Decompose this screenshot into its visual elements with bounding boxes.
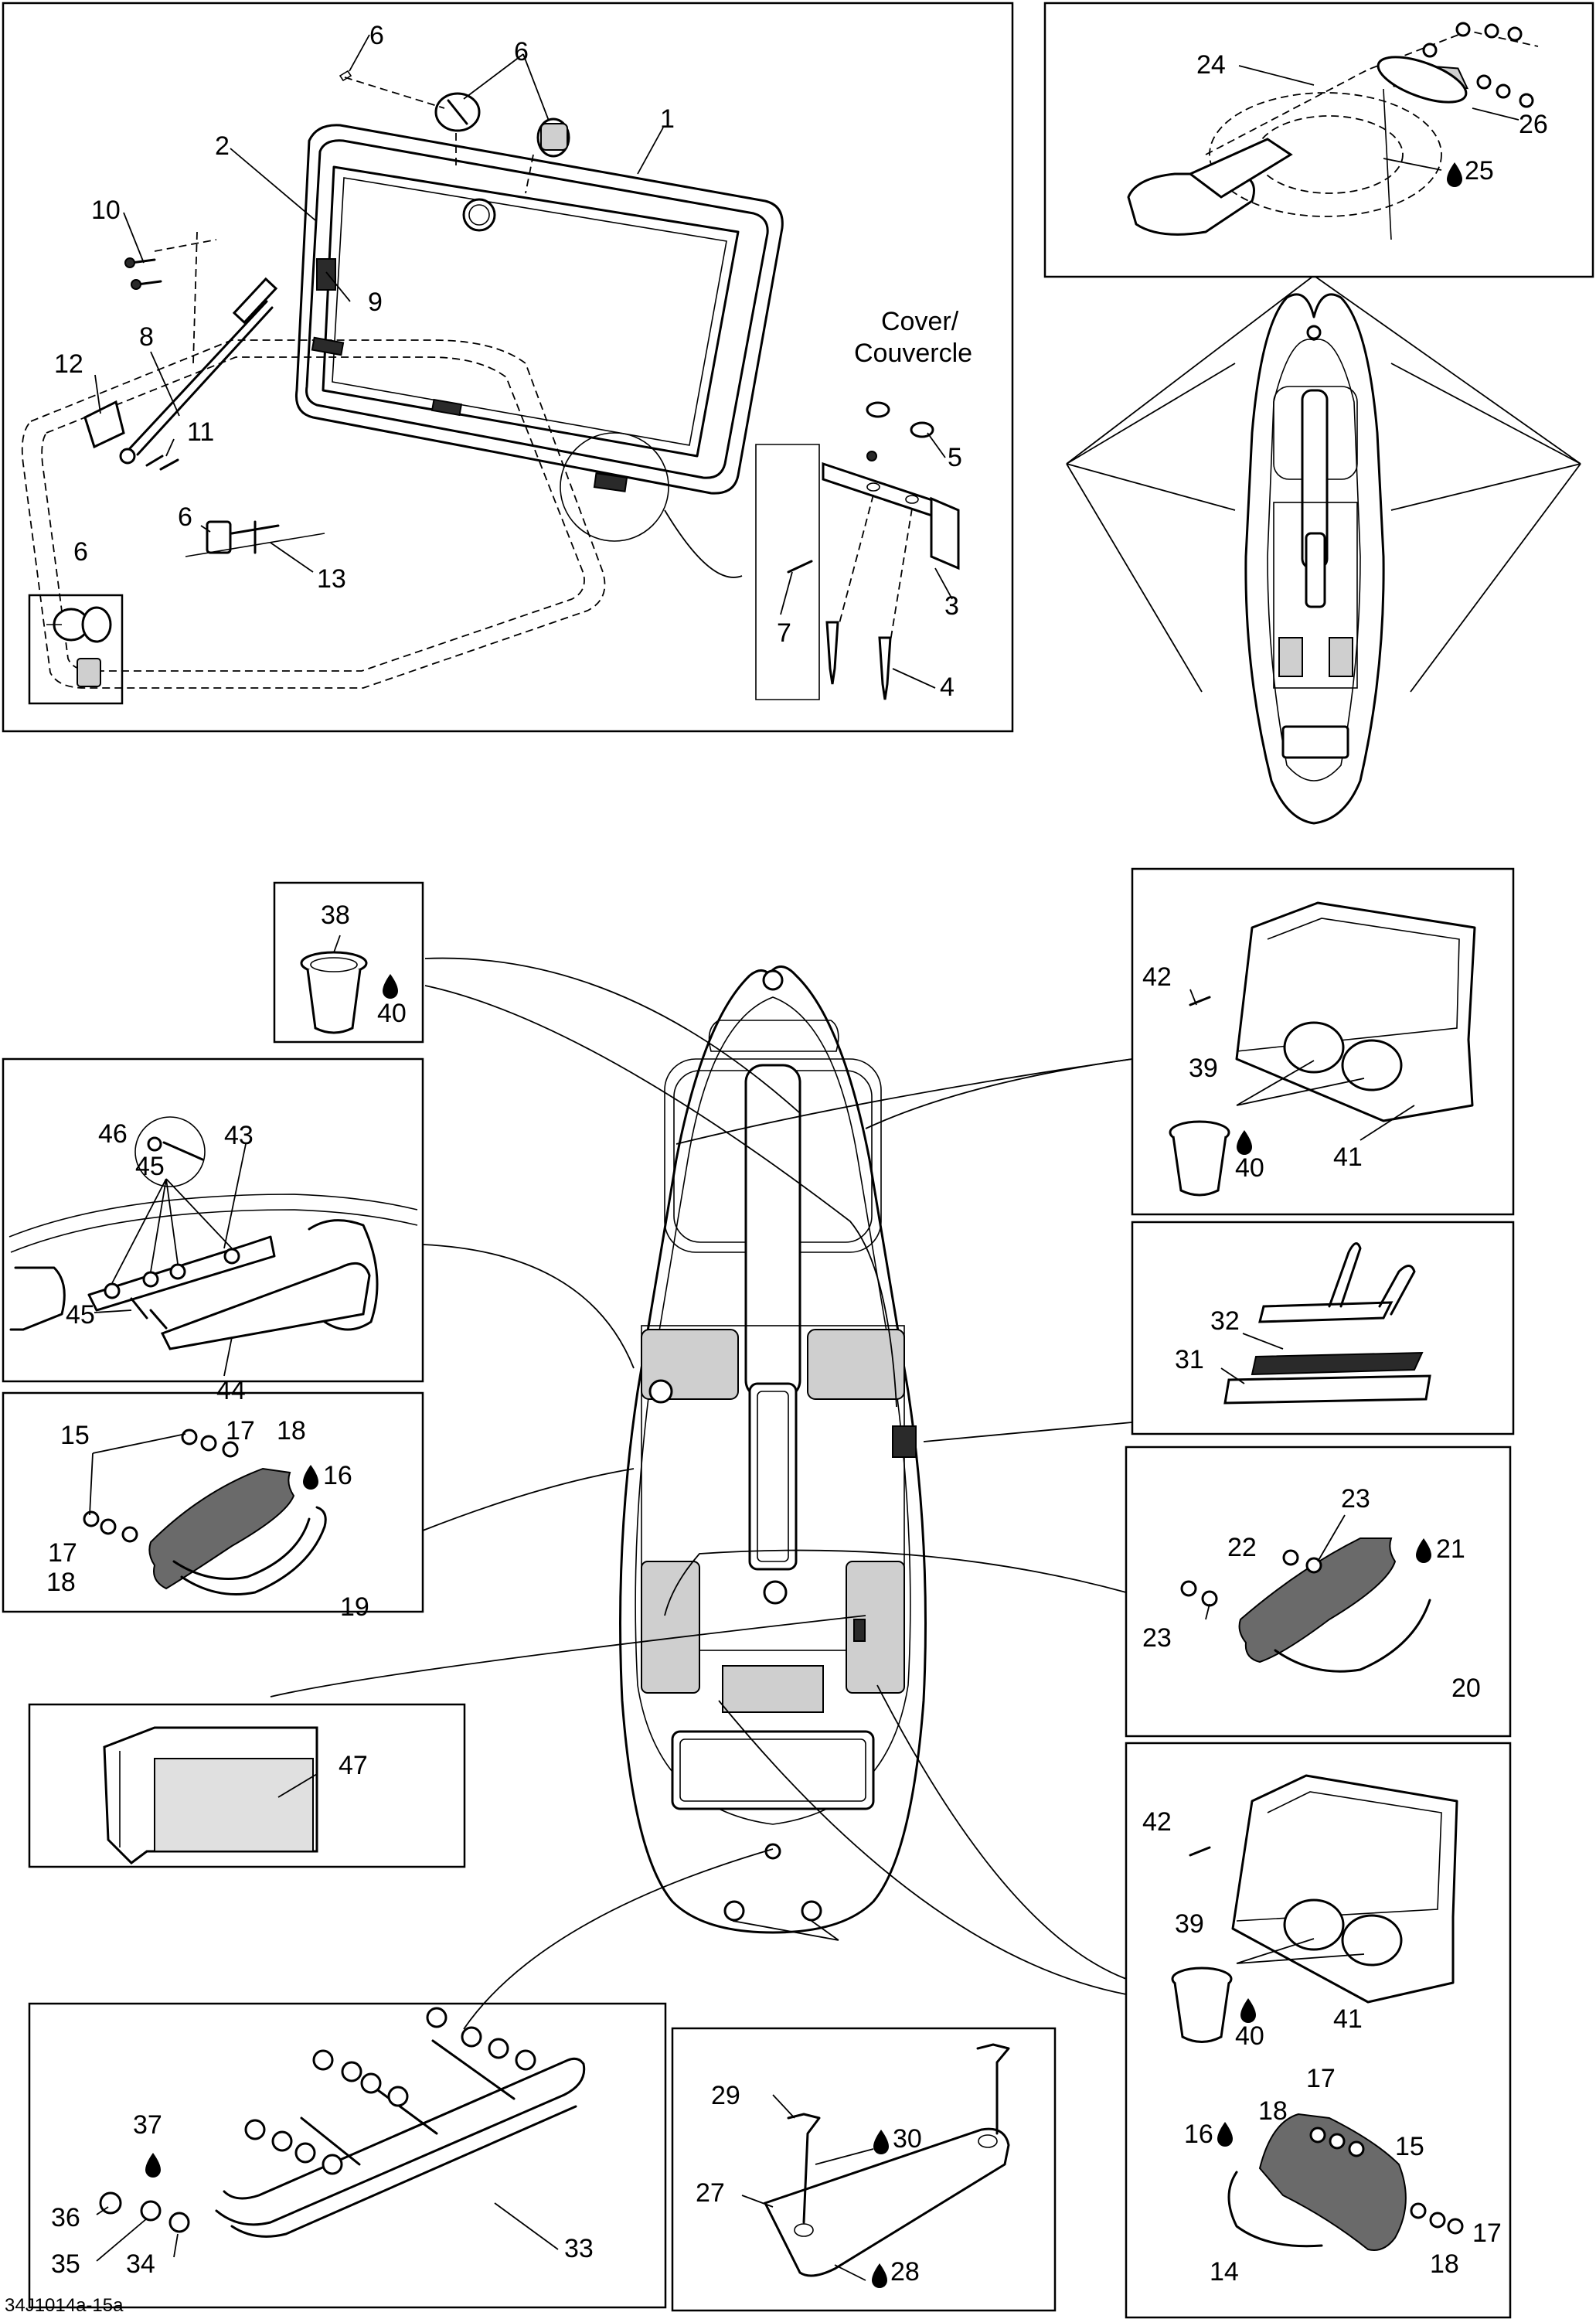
callout-19: 19 (340, 1592, 369, 1622)
callout-6: 6 (514, 37, 529, 66)
callout-6: 6 (369, 21, 384, 50)
callout-41: 41 (1333, 2004, 1363, 2034)
callout-18: 18 (1258, 2096, 1288, 2126)
callout-16: 16 (1184, 2120, 1213, 2149)
callout-17: 17 (226, 1416, 255, 1446)
callout-38: 38 (321, 901, 350, 930)
callout-40: 40 (377, 999, 407, 1028)
gas-spring (119, 231, 278, 465)
callout-23: 23 (1341, 1484, 1370, 1514)
callout-45: 45 (135, 1152, 165, 1181)
callout-labels: 6 6 1 2 10 9 8 12 11 6 13 6 Cover/ Couve… (5, 21, 1548, 2316)
callout-17: 17 (1472, 2219, 1502, 2248)
callout-11: 11 (187, 417, 214, 447)
callout-13: 13 (317, 564, 346, 594)
callout-9: 9 (368, 288, 383, 317)
panel-cup-holder-tray-lower (1125, 1742, 1512, 2319)
panel-shifter (1131, 1221, 1515, 1435)
panel-foam (28, 1703, 466, 1868)
callout-2: 2 (215, 131, 230, 161)
panel-handle-right (1125, 1446, 1512, 1738)
callout-8: 8 (139, 322, 154, 352)
callout-43: 43 (224, 1121, 254, 1150)
callout-40: 40 (1235, 2021, 1264, 2051)
callout-34: 34 (126, 2249, 155, 2279)
boat-top-view-small (1066, 276, 1581, 825)
callout-7: 7 (777, 618, 791, 648)
callout-24: 24 (1196, 50, 1226, 80)
callout-17: 17 (48, 1538, 77, 1568)
callout-40: 40 (1235, 1153, 1264, 1183)
callout-25: 25 (1465, 156, 1494, 186)
panel-storage-cover (2, 2, 1014, 733)
callout-15: 15 (60, 1421, 90, 1450)
callout-29: 29 (711, 2081, 740, 2110)
callout-30: 30 (893, 2124, 922, 2154)
callout-46: 46 (98, 1119, 128, 1149)
callout-31: 31 (1175, 1345, 1204, 1374)
callout-3: 3 (944, 591, 959, 621)
cover-hinge (787, 401, 960, 700)
callout-42: 42 (1142, 1807, 1172, 1837)
callout-22: 22 (1227, 1533, 1257, 1562)
callout-18: 18 (1430, 2249, 1459, 2279)
callout-44: 44 (216, 1376, 246, 1405)
callout-47: 47 (339, 1751, 368, 1780)
callout-33: 33 (564, 2234, 594, 2263)
callout-21: 21 (1436, 1534, 1465, 1564)
cover-label: Cover/ (881, 307, 959, 336)
cover-label: Couvercle (854, 339, 972, 368)
callout-15: 15 (1395, 2132, 1424, 2161)
callout-45: 45 (66, 1300, 95, 1330)
callout-32: 32 (1210, 1306, 1240, 1336)
callout-14: 14 (1210, 2257, 1239, 2287)
callout-17: 17 (1306, 2064, 1336, 2093)
panel-cup-holder-small (273, 881, 424, 1044)
callout-12: 12 (54, 349, 83, 379)
callout-16: 16 (323, 1461, 352, 1490)
callout-41: 41 (1333, 1142, 1363, 1172)
screw-pair (124, 257, 162, 290)
boat-top-view-large (619, 965, 927, 1934)
callout-39: 39 (1189, 1054, 1218, 1083)
panel-bumper (28, 2002, 667, 2309)
callout-1: 1 (660, 104, 675, 134)
callout-42: 42 (1142, 962, 1172, 992)
callout-10: 10 (91, 196, 121, 225)
callout-18: 18 (46, 1568, 76, 1597)
panel-tow-eye (1043, 2, 1594, 278)
panel-grab-handle-deck (2, 1057, 424, 1383)
callout-35: 35 (51, 2249, 80, 2279)
callout-20: 20 (1451, 1674, 1481, 1703)
latch-knob-group (339, 70, 570, 194)
callout-6: 6 (178, 502, 192, 532)
drawing-code: 34J1014a-15a (5, 2295, 124, 2316)
callout-23: 23 (1142, 1623, 1172, 1653)
callout-5: 5 (948, 443, 962, 472)
callout-39: 39 (1175, 1909, 1204, 1939)
callout-6: 6 (73, 537, 88, 567)
connector-lines (270, 957, 1133, 2030)
callout-36: 36 (51, 2203, 80, 2232)
panel-handle-left (2, 1391, 424, 1613)
callout-28: 28 (890, 2257, 920, 2287)
callout-27: 27 (696, 2178, 725, 2208)
callout-26: 26 (1519, 110, 1548, 139)
callout-37: 37 (133, 2110, 162, 2140)
callout-4: 4 (940, 673, 955, 702)
panel-rear-step (671, 1920, 1057, 2312)
callout-18: 18 (277, 1416, 306, 1446)
panel-cup-holder-tray-upper (1131, 867, 1515, 1216)
